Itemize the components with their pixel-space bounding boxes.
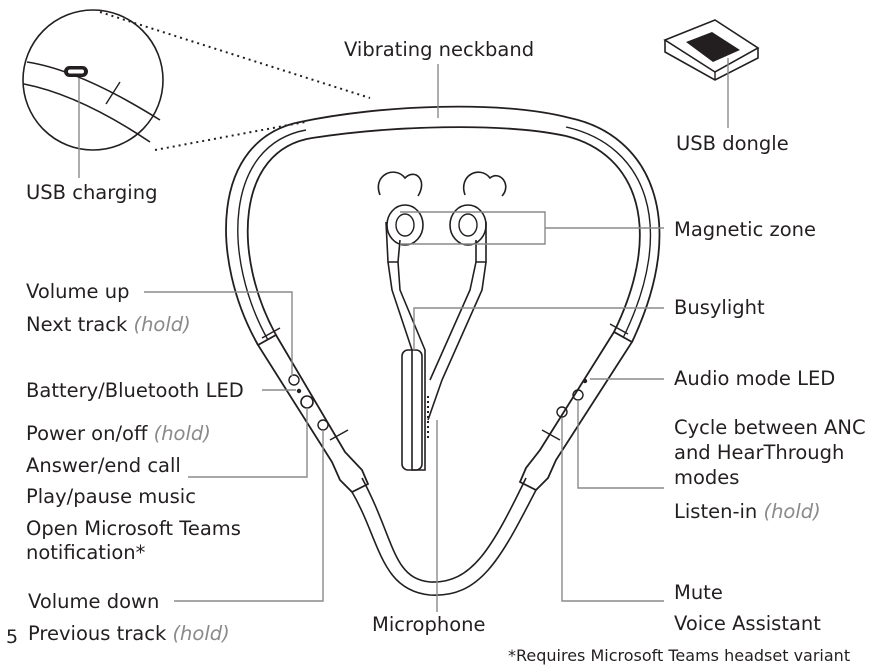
audio-mode-led-label: Audio mode LED <box>674 367 836 390</box>
previous-track-label: Previous track (hold) <box>28 622 230 646</box>
cycle-anc-label-line1: Cycle between ANC <box>674 416 866 439</box>
next-track-label: Next track (hold) <box>26 313 191 337</box>
microphone-label: Microphone <box>372 613 486 636</box>
hold-note: (hold) <box>153 422 211 445</box>
hold-note: (hold) <box>763 500 821 523</box>
hold-note: (hold) <box>133 313 191 336</box>
power-text: Power on/off <box>26 422 148 445</box>
listen-in-label: Listen-in (hold) <box>674 500 821 524</box>
power-label: Power on/off (hold) <box>26 422 211 446</box>
earbuds-drawing <box>377 171 507 471</box>
next-track-text: Next track <box>26 313 128 336</box>
usb-charging-label: USB charging <box>26 181 158 204</box>
usb-port-detail-callout <box>22 9 371 151</box>
play-pause-label: Play/pause music <box>26 485 196 508</box>
hold-note: (hold) <box>172 622 230 645</box>
callout-lines <box>78 58 729 612</box>
listen-in-text: Listen-in <box>674 500 758 523</box>
usb-dongle-label: USB dongle <box>676 132 789 155</box>
cycle-anc-label-line2: and HearThrough <box>674 441 845 464</box>
busylight-label: Busylight <box>674 296 765 319</box>
teams-notification-label-line1: Open Microsoft Teams <box>26 517 241 540</box>
voice-assistant-label: Voice Assistant <box>674 612 821 635</box>
mute-label: Mute <box>674 581 723 604</box>
volume-up-label: Volume up <box>26 280 130 303</box>
volume-down-label: Volume down <box>28 590 160 613</box>
magnetic-zone-label: Magnetic zone <box>674 218 817 241</box>
previous-track-text: Previous track <box>28 622 167 645</box>
usb-dongle-icon <box>663 19 760 81</box>
cycle-anc-label-line3: modes <box>674 466 740 489</box>
vibrating-neckband-label: Vibrating neckband <box>344 38 535 61</box>
footnote: *Requires Microsoft Teams headset varian… <box>508 646 851 665</box>
page-number: 5 <box>6 626 19 648</box>
teams-notification-label-line2: notification* <box>26 541 146 564</box>
battery-bluetooth-led-label: Battery/Bluetooth LED <box>26 379 244 402</box>
answer-end-call-label: Answer/end call <box>26 454 181 477</box>
neckband-drawing <box>225 105 661 596</box>
